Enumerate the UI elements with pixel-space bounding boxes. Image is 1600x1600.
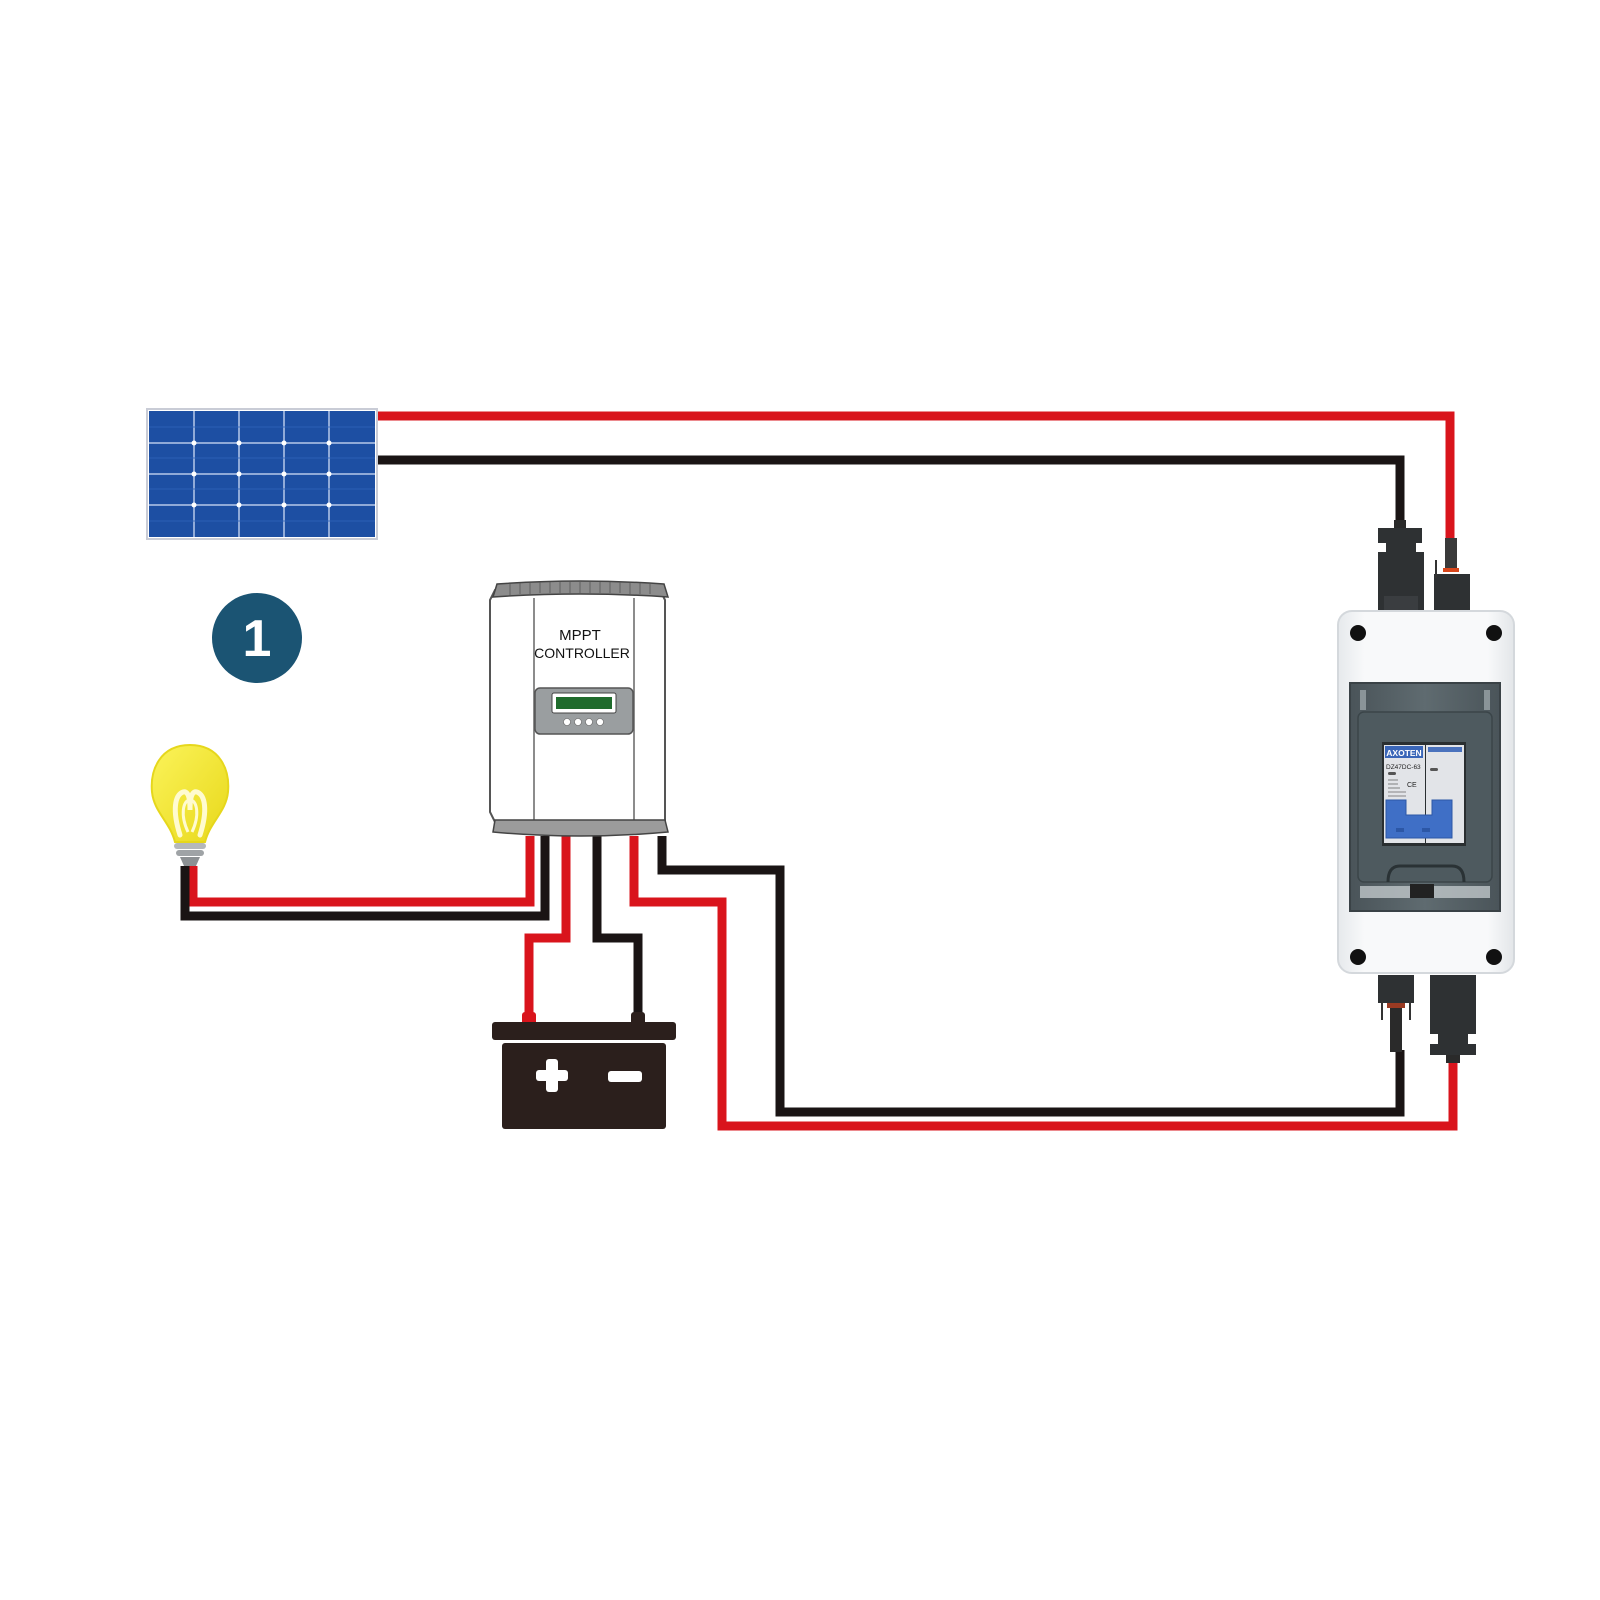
wire-breaker-negative-out bbox=[657, 836, 1405, 1117]
wire-panel-negative bbox=[372, 455, 1405, 530]
mc4-connector-bottom-negative bbox=[1378, 975, 1414, 1052]
breaker-brand: AXOTEN bbox=[1386, 748, 1421, 758]
lcd-screen bbox=[556, 697, 612, 709]
wire-panel-positive bbox=[372, 411, 1455, 540]
mc4-connector-top-negative bbox=[1378, 520, 1424, 610]
dc-breaker-box: AXOTEN DZ47DC-63 CE bbox=[1337, 520, 1515, 1063]
light-bulb-icon bbox=[150, 743, 230, 866]
wire-load-negative bbox=[180, 836, 550, 921]
battery-minus-symbol bbox=[608, 1071, 642, 1082]
mc4-connector-top-positive bbox=[1434, 538, 1470, 610]
controller-label-line2: CONTROLLER bbox=[534, 645, 630, 661]
breaker-model: DZ47DC-63 bbox=[1386, 764, 1421, 771]
breaker-ce-mark: CE bbox=[1407, 782, 1417, 789]
cell-junctions bbox=[191, 440, 332, 508]
breaker-brand-plate bbox=[1385, 746, 1423, 758]
wire-breaker-positive-out bbox=[629, 836, 1458, 1131]
wire-load-positive bbox=[188, 836, 535, 907]
mc4-connector-bottom-positive bbox=[1430, 975, 1476, 1063]
mppt-controller: MPPT CONTROLLER bbox=[489, 580, 670, 837]
controller-label-line1: MPPT bbox=[559, 627, 601, 644]
step-badge: 1 bbox=[212, 593, 302, 683]
battery-icon bbox=[492, 1012, 676, 1129]
controller-buttons bbox=[563, 718, 604, 726]
wire-battery-positive bbox=[524, 836, 571, 1020]
wires bbox=[180, 411, 1458, 1131]
step-number: 1 bbox=[243, 610, 272, 668]
wire-battery-negative bbox=[592, 836, 643, 1020]
solar-panel bbox=[146, 408, 378, 540]
